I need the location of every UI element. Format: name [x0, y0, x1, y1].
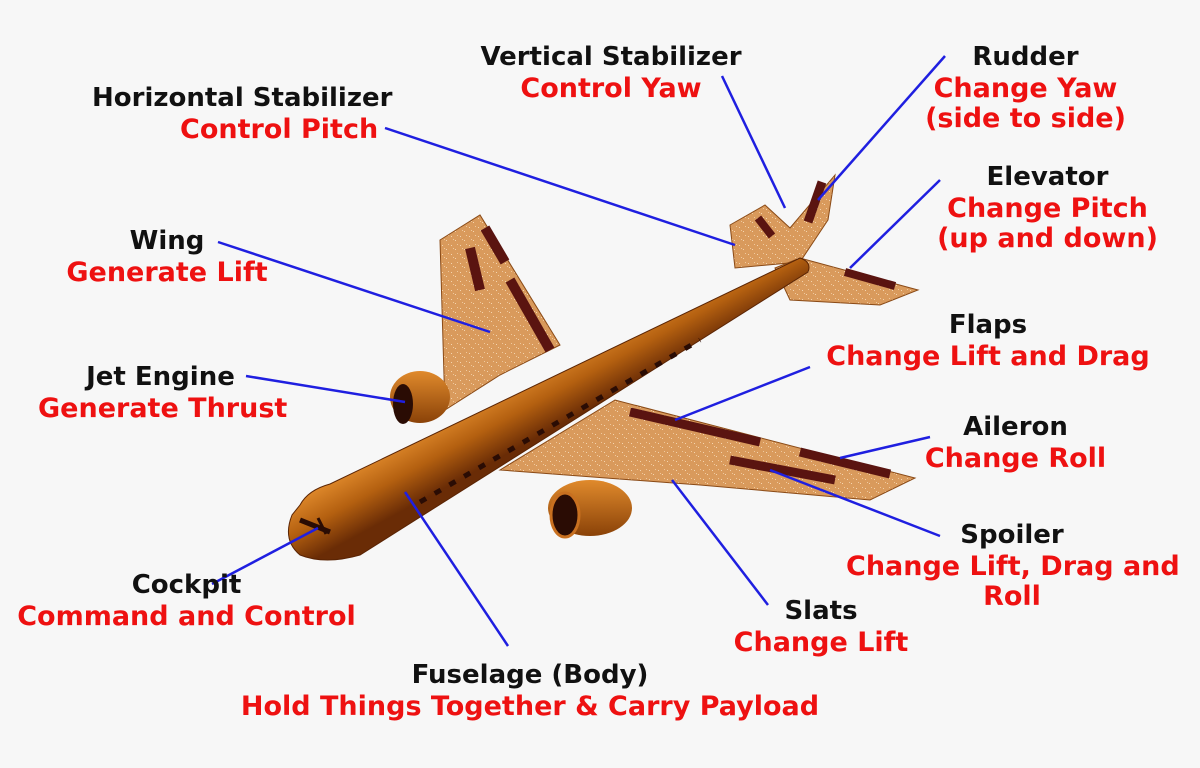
near-engine-intake [551, 493, 579, 537]
label-horizontal-stabilizer: Horizontal Stabilizer [92, 83, 393, 113]
leader-line-elevator [849, 179, 941, 269]
label-rudder: Rudder [972, 42, 1079, 72]
near-engine-intake-rim [549, 491, 581, 539]
label-flaps: Flaps [948, 310, 1028, 340]
leader-line-vertical-stabilizer [720, 75, 787, 209]
function-slats: Change Lift [733, 627, 909, 658]
label-aileron: Aileron [963, 412, 1068, 442]
leader-line-horizontal-stabilizer [384, 126, 736, 247]
label-wing: Wing [129, 226, 205, 256]
callout-vertical-stabilizer: Vertical Stabilizer Control Yaw [480, 42, 742, 104]
function-spoiler-line2: Roll [983, 581, 1041, 612]
leader-line-wing [217, 240, 491, 334]
leader-line-aileron [839, 435, 931, 460]
callout-cockpit: Cockpit Command and Control [14, 570, 359, 632]
leader-lines [211, 55, 946, 647]
function-rudder-line2: (side to side) [925, 103, 1126, 134]
label-vertical-stabilizer: Vertical Stabilizer [480, 42, 742, 72]
callout-elevator: Elevator Change Pitch (up and down) [930, 162, 1165, 253]
label-spoiler: Spoiler [960, 520, 1064, 550]
function-elevator: Change Pitch [947, 193, 1148, 224]
label-elevator: Elevator [986, 162, 1109, 192]
leader-line-fuselage [403, 491, 510, 647]
function-jet-engine: Generate Thrust [38, 393, 288, 424]
function-fuselage: Hold Things Together & Carry Payload [240, 691, 820, 722]
near-wing-spoiler-mark [729, 455, 836, 485]
rudder-mark [803, 180, 827, 224]
callout-fuselage: Fuselage (Body) Hold Things Together & C… [232, 660, 828, 722]
callout-horizontal-stabilizer: Horizontal Stabilizer Control Pitch [92, 83, 392, 145]
function-vertical-stabilizer: Control Yaw [520, 73, 702, 104]
far-wing-aileron-mark [480, 225, 510, 265]
window-row [418, 337, 702, 505]
fuselage-shape [287, 257, 810, 561]
function-rudder: Change Yaw [933, 73, 1118, 104]
vertical-stabilizer-shape [729, 173, 836, 269]
callout-aileron: Aileron Change Roll [918, 412, 1113, 474]
leader-line-flaps [674, 365, 811, 422]
function-flaps: Change Lift and Drag [826, 341, 1150, 372]
label-fuselage: Fuselage (Body) [411, 660, 649, 690]
near-wing-flap-mark [628, 407, 762, 447]
callout-slats: Slats Change Lift [730, 596, 912, 658]
function-horizontal-stabilizer: Control Pitch [180, 114, 379, 145]
function-cockpit: Command and Control [17, 601, 356, 632]
callout-jet-engine: Jet Engine Generate Thrust [38, 362, 288, 424]
callout-spoiler: Spoiler Change Lift, Drag and Roll [846, 520, 1180, 612]
label-cockpit: Cockpit [131, 570, 242, 600]
function-elevator-line2: (up and down) [937, 223, 1158, 254]
far-engine-intake [393, 384, 413, 424]
elevator-mark [843, 268, 897, 290]
vertical-stabilizer-mark [754, 215, 776, 239]
leader-line-spoiler [769, 468, 941, 538]
leader-line-slats [671, 479, 769, 606]
far-wing-spoiler-mark [465, 246, 485, 292]
function-wing: Generate Lift [66, 257, 268, 288]
far-wing-flap-mark [505, 277, 555, 353]
leader-line-cockpit [211, 526, 319, 586]
function-aileron: Change Roll [924, 443, 1107, 474]
leader-line-jet-engine [245, 374, 406, 404]
callout-flaps: Flaps Change Lift and Drag [822, 310, 1154, 372]
label-slats: Slats [784, 596, 858, 626]
callout-wing: Wing Generate Lift [62, 226, 272, 288]
cockpit-window [316, 517, 328, 535]
label-jet-engine: Jet Engine [86, 362, 235, 392]
callout-rudder: Rudder Change Yaw (side to side) [918, 42, 1133, 133]
near-wing-aileron-mark [798, 447, 892, 479]
leader-line-rudder [817, 55, 946, 201]
function-spoiler: Change Lift, Drag and [846, 551, 1180, 582]
